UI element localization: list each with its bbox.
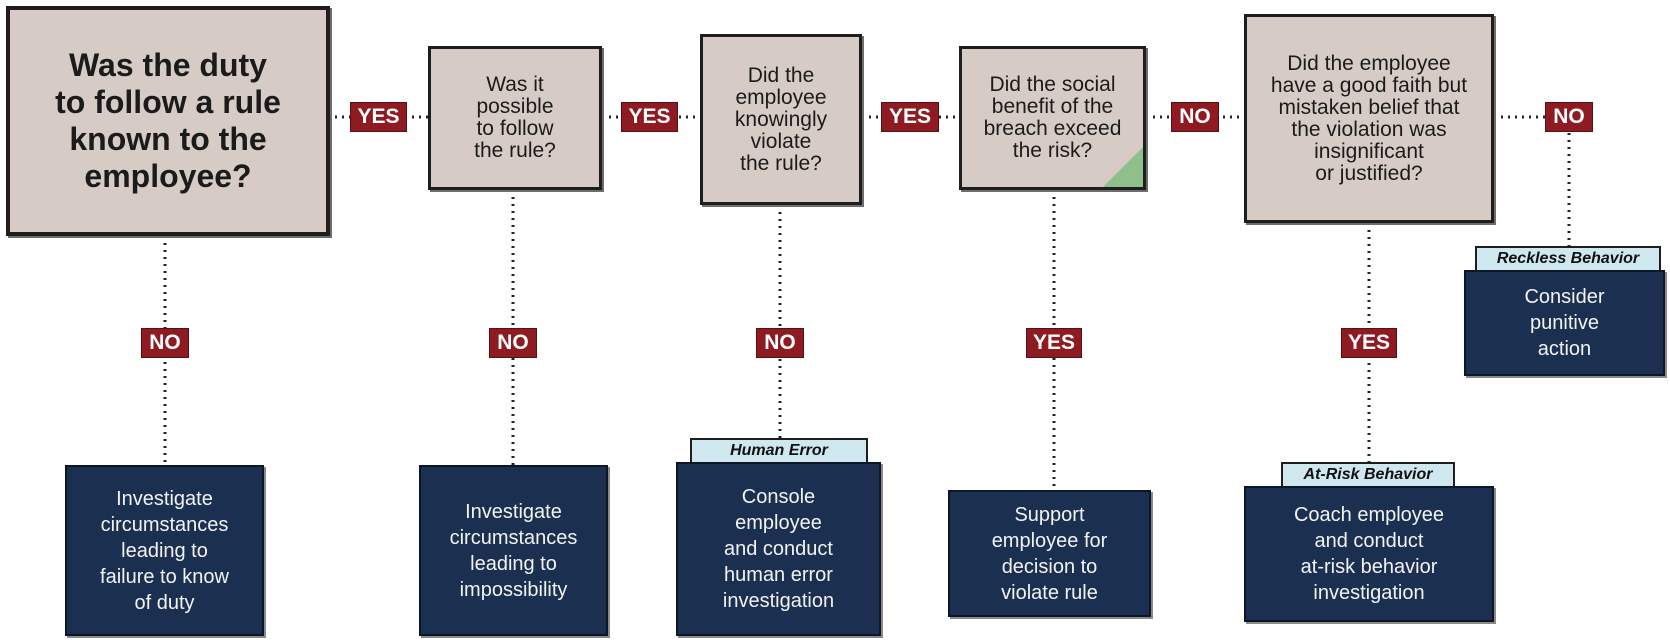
action-console-employee: Console employee and conduct human error…	[676, 462, 881, 636]
question-knowingly-violate: Did the employee knowingly violate the r…	[700, 34, 862, 205]
badge-yes-q2-q3: YES	[621, 102, 678, 132]
tag-reckless-behavior: Reckless Behavior	[1475, 246, 1661, 270]
question-good-faith-belief: Did the employee have a good faith but m…	[1244, 14, 1494, 223]
action-consider-punitive: Consider punitive action	[1464, 270, 1665, 376]
badge-no-q1-down: NO	[141, 328, 189, 358]
action-support-employee: Support employee for decision to violate…	[948, 490, 1151, 617]
action-investigate-failure-to-know: Investigate circumstances leading to fai…	[65, 465, 264, 636]
action-investigate-impossibility: Investigate circumstances leading to imp…	[419, 465, 608, 636]
badge-no-q2-down: NO	[489, 328, 537, 358]
green-corner-marker	[1103, 147, 1143, 187]
action-coach-employee: Coach employee and conduct at-risk behav…	[1244, 486, 1494, 622]
badge-no-q4-q5: NO	[1171, 102, 1219, 132]
question-duty-known: Was the duty to follow a rule known to t…	[6, 6, 330, 236]
question-social-benefit-text: Did the social benefit of the breach exc…	[983, 73, 1122, 162]
badge-yes-q1-q2: YES	[350, 102, 407, 132]
badge-yes-q4-down: YES	[1026, 328, 1082, 358]
question-social-benefit: Did the social benefit of the breach exc…	[959, 46, 1146, 190]
badge-no-q3-down: NO	[756, 328, 804, 358]
question-possible-to-follow: Was it possible to follow the rule?	[428, 46, 602, 190]
tag-human-error: Human Error	[690, 438, 868, 462]
badge-yes-q3-q4: YES	[881, 102, 939, 132]
badge-yes-q5-down: YES	[1341, 328, 1397, 358]
badge-no-q5-reckless: NO	[1545, 102, 1593, 132]
tag-at-risk-behavior: At-Risk Behavior	[1281, 462, 1455, 486]
